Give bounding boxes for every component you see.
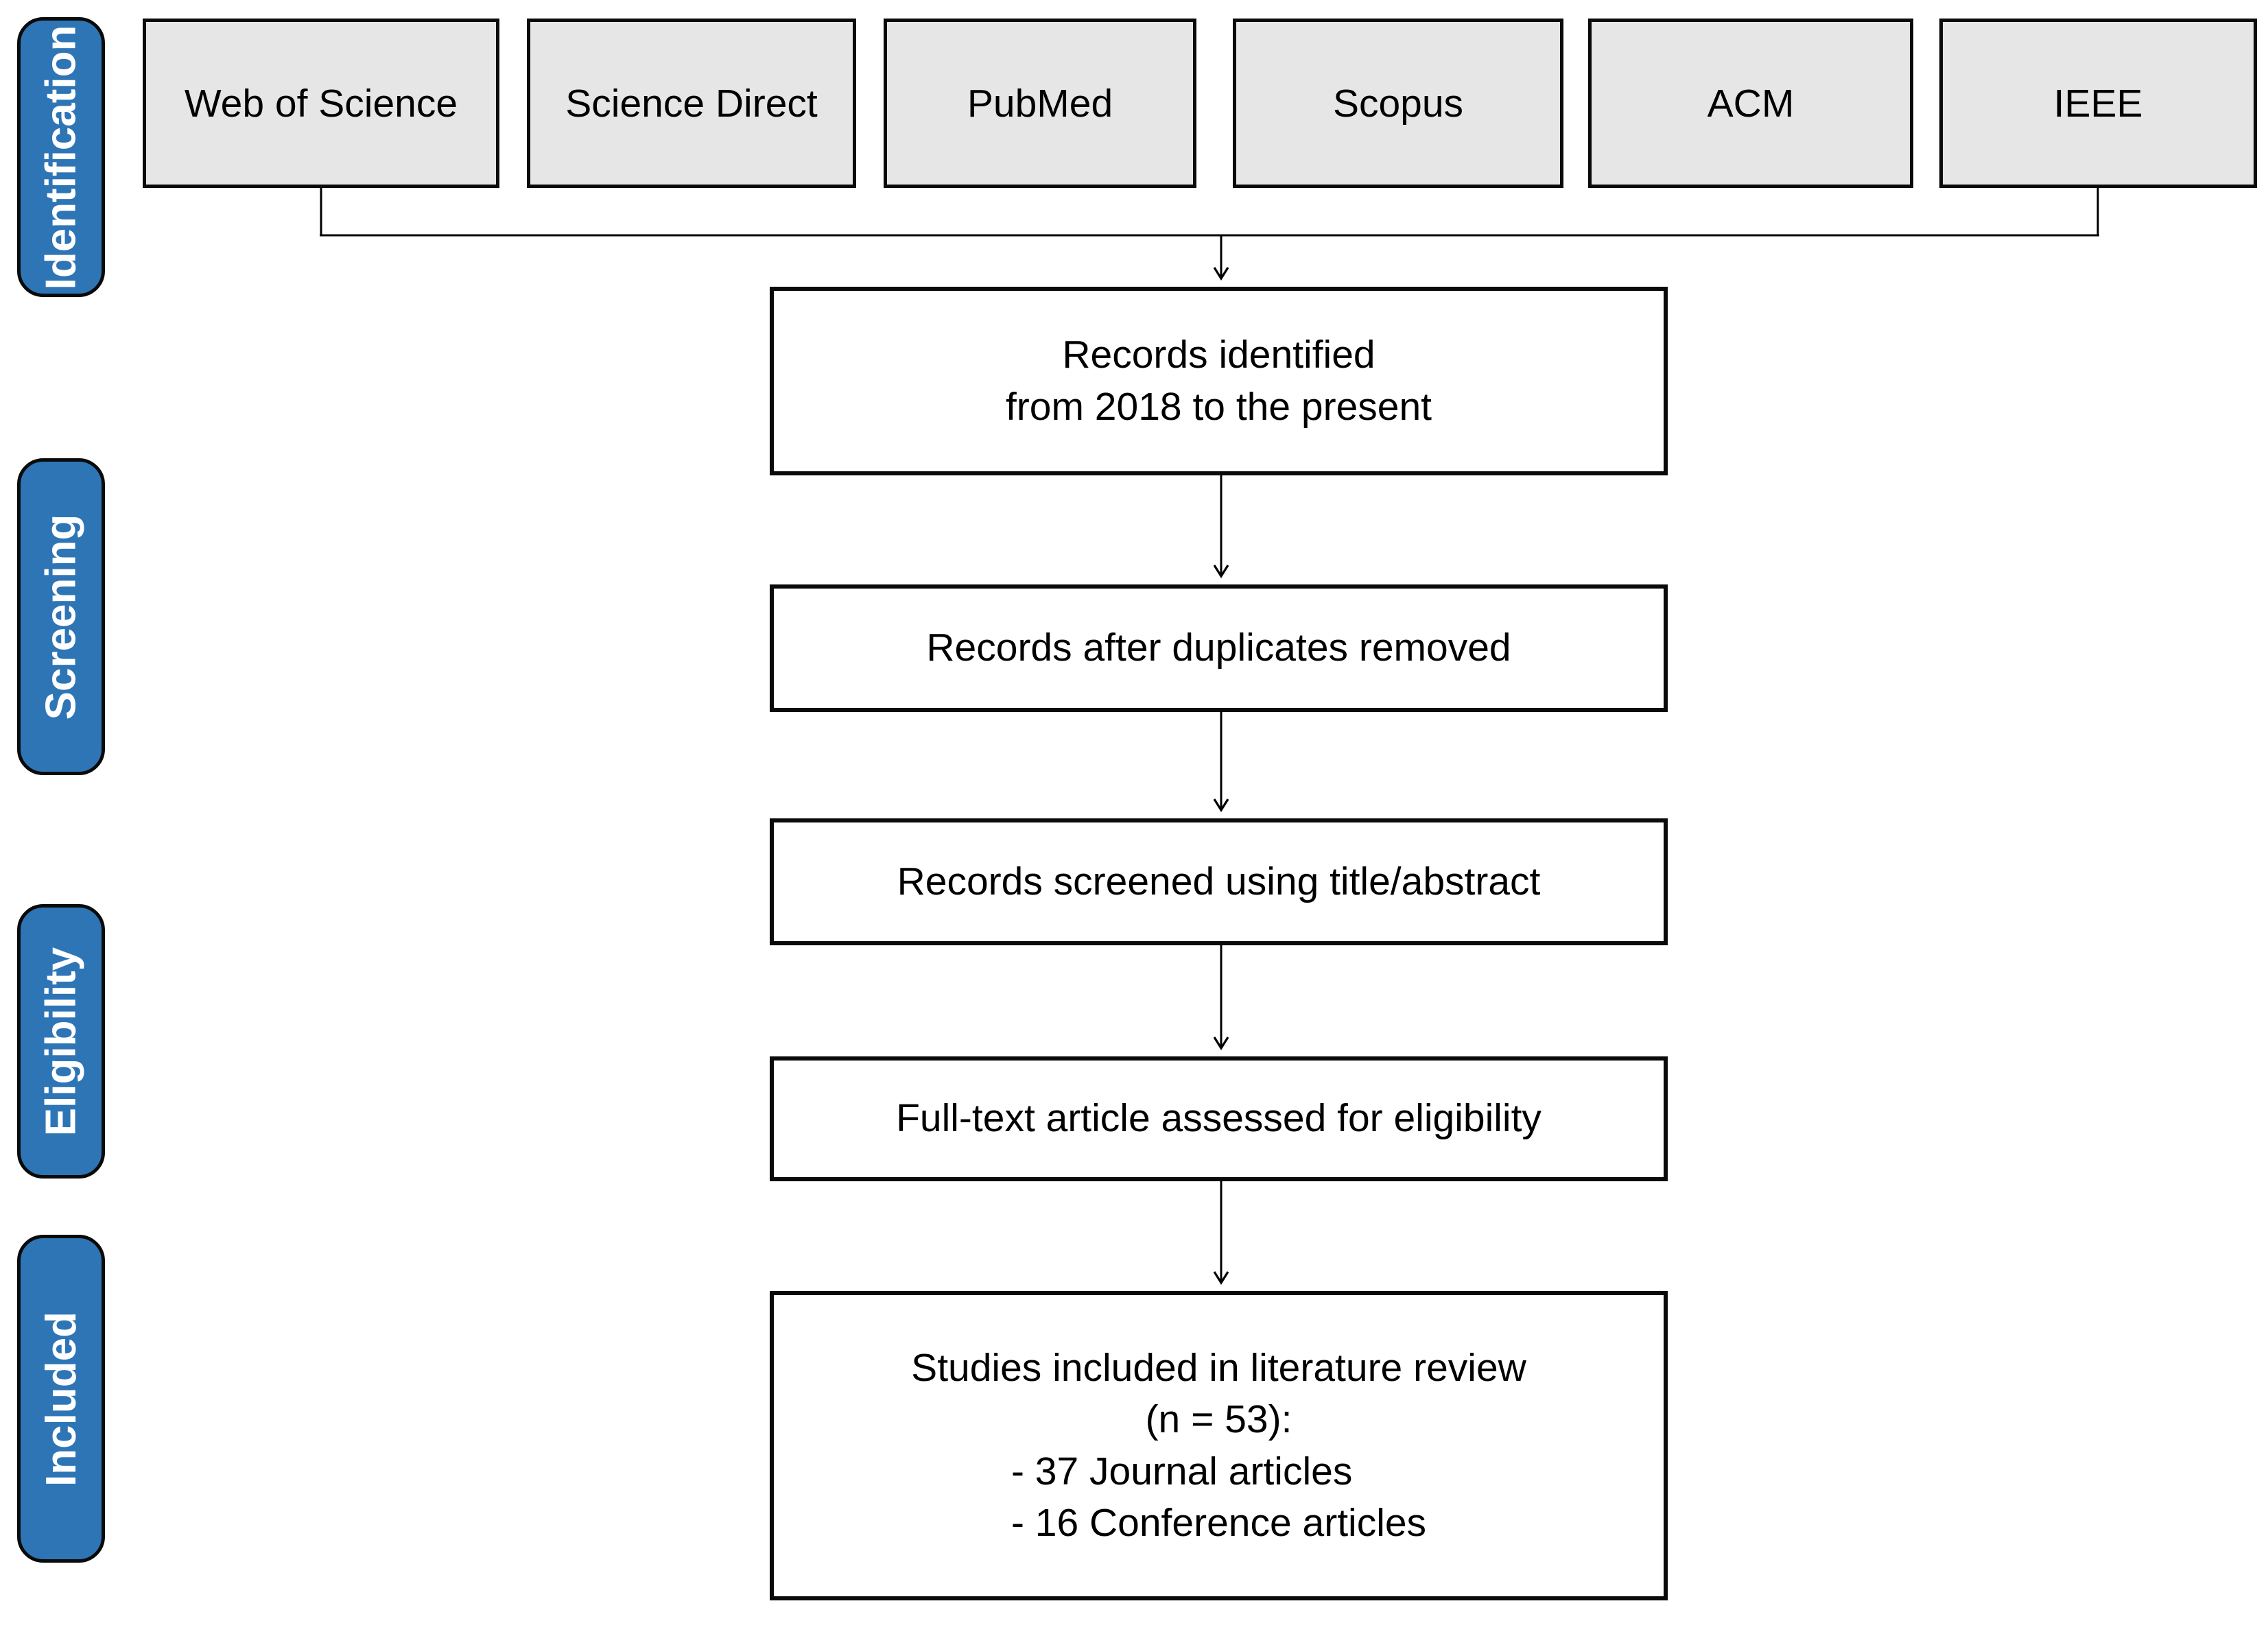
step-line: Records screened using title/abstract <box>897 859 1541 903</box>
stage-screening-label: Screening <box>37 514 85 720</box>
source-label: Scopus <box>1332 81 1464 126</box>
included-breakdown-list: - 37 Journal articles - 16 Conference ar… <box>1011 1446 1426 1549</box>
step-box-studies-included: Studies included in literature review (n… <box>770 1291 1668 1600</box>
stage-identification: Identification <box>17 17 105 297</box>
step-line: Studies included in literature review <box>911 1346 1526 1390</box>
stage-screening: Screening <box>17 458 105 775</box>
stage-eligibility: Eligibility <box>17 904 105 1179</box>
source-box-ieee: IEEE <box>1939 19 2257 188</box>
step-line: Records after duplicates removed <box>926 626 1511 670</box>
stage-eligibility-label: Eligibility <box>37 947 85 1136</box>
source-box-science-direct: Science Direct <box>527 19 856 188</box>
source-box-scopus: Scopus <box>1233 19 1563 188</box>
source-label: PubMed <box>967 81 1113 126</box>
source-label: IEEE <box>2053 81 2143 126</box>
source-label: Web of Science <box>184 81 458 126</box>
included-journal-count: - 37 Journal articles <box>1011 1449 1353 1493</box>
source-box-acm: ACM <box>1588 19 1913 188</box>
stage-included-label: Included <box>37 1311 85 1487</box>
step-line: from 2018 to the present <box>1005 384 1432 429</box>
step-line: Records identified <box>1062 333 1375 377</box>
source-label: ACM <box>1707 81 1795 126</box>
step-box-duplicates-removed: Records after duplicates removed <box>770 584 1668 712</box>
source-box-pubmed: PubMed <box>884 19 1196 188</box>
step-box-records-identified: Records identified from 2018 to the pres… <box>770 287 1668 475</box>
step-box-records-screened: Records screened using title/abstract <box>770 818 1668 945</box>
source-label: Science Direct <box>565 81 818 126</box>
included-conference-count: - 16 Conference articles <box>1011 1500 1427 1545</box>
step-line: Full-text article assessed for eligibili… <box>896 1096 1541 1141</box>
stage-included: Included <box>17 1235 105 1563</box>
stage-identification-label: Identification <box>37 25 85 289</box>
step-line: (n = 53): <box>1145 1397 1292 1442</box>
source-box-web-of-science: Web of Science <box>143 19 499 188</box>
step-box-fulltext-assessed: Full-text article assessed for eligibili… <box>770 1056 1668 1181</box>
